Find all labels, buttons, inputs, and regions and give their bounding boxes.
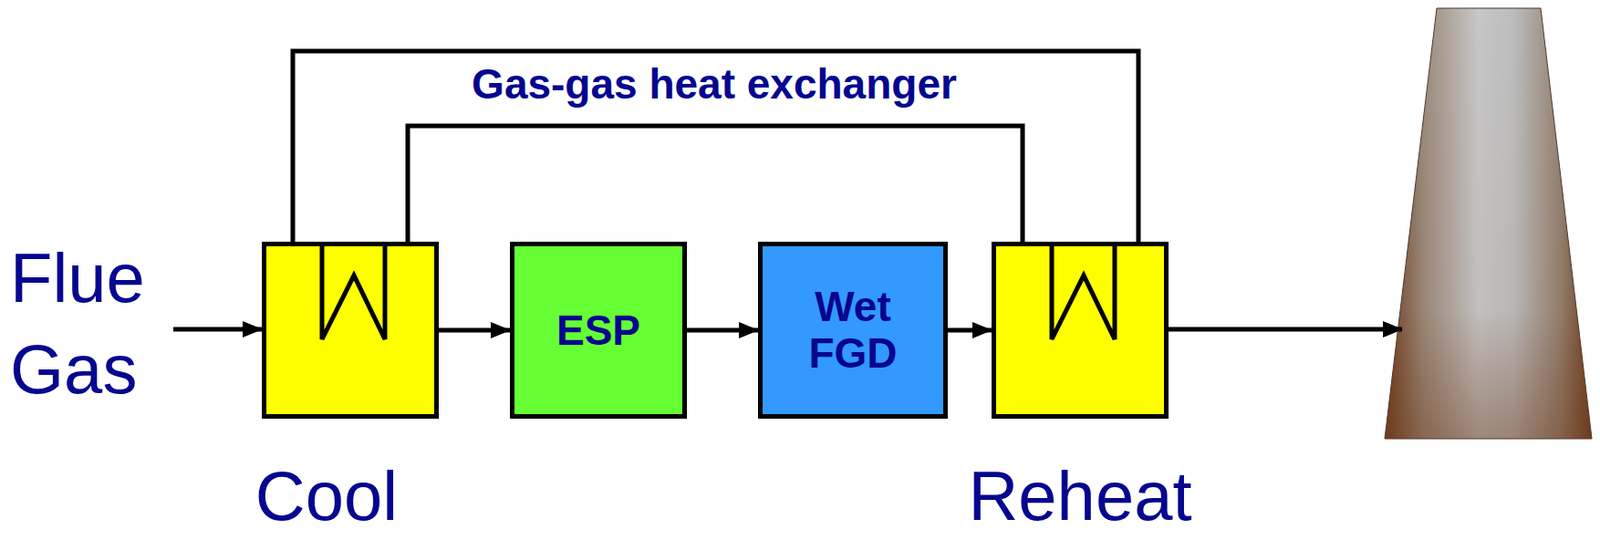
heat-exchanger-box: Cool — [261, 241, 439, 419]
stage-caption: Reheat — [967, 461, 1192, 531]
unit-label: Wet FGD — [762, 283, 944, 376]
flow-arrow — [438, 328, 510, 333]
stack-arrow — [1168, 327, 1403, 333]
coil-line — [1051, 241, 1115, 340]
flow-arrow — [686, 328, 759, 333]
coil-symbol — [261, 241, 439, 419]
exchanger-label: Gas-gas heat exchanger — [471, 59, 957, 109]
chimney-stack — [1384, 8, 1592, 439]
flue-gas-label: Flue Gas — [10, 232, 166, 416]
chimney-shade — [1384, 8, 1592, 439]
heat-exchanger-loop — [407, 125, 1023, 242]
heat-exchanger-box: Reheat — [991, 241, 1169, 419]
stage-caption: Cool — [255, 461, 398, 531]
inlet-arrow — [173, 327, 262, 333]
heat-exchanger-loop — [292, 51, 1139, 242]
flow-arrow — [947, 328, 992, 333]
coil-line — [322, 241, 385, 340]
coil-symbol — [991, 241, 1169, 419]
esp-box: ESP — [509, 241, 687, 419]
unit-label: ESP — [550, 307, 646, 354]
fgd-box: Wet FGD — [758, 241, 948, 419]
